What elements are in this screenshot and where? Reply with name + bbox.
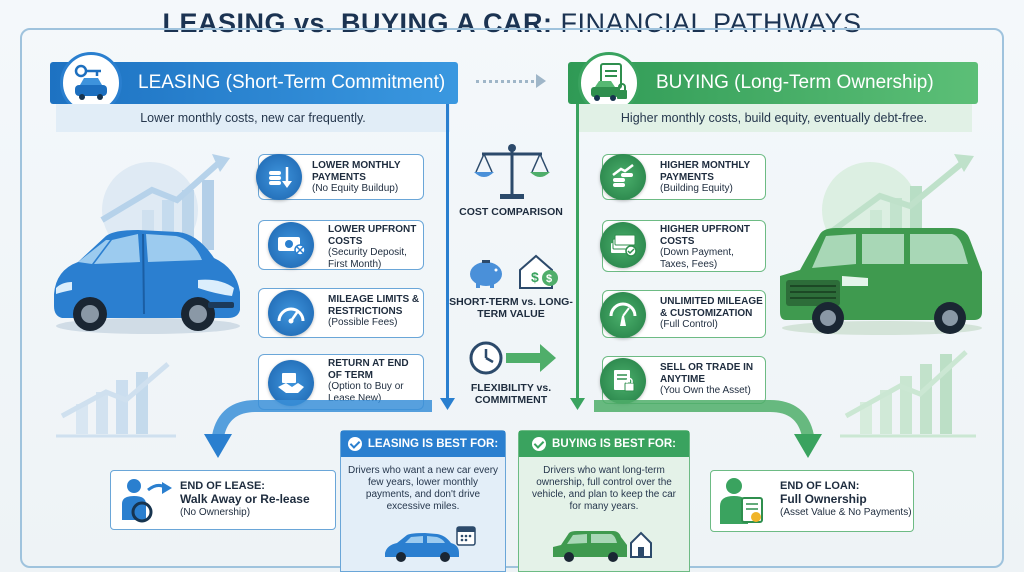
end-of-lease-main: Walk Away or Re-lease xyxy=(180,492,310,506)
end-of-loan-text: END OF LOAN: Full Ownership (Asset Value… xyxy=(780,480,912,519)
lease-feature-note: (Option to Buy or Lease New) xyxy=(328,381,404,404)
buy-feature-title: UNLIMITED MILEAGE & CUSTOMIZATION xyxy=(660,296,763,319)
buying-best-for-title: BUYING IS BEST FOR: xyxy=(552,438,676,450)
end-of-loan-title: END OF LOAN: xyxy=(780,480,860,492)
lease-feature-note: (Security Deposit, First Month) xyxy=(328,247,407,270)
leasing-subtitle: Lower monthly costs, new car frequently. xyxy=(56,104,450,132)
buy-feature-title: HIGHER UPFRONT COSTS xyxy=(660,224,750,247)
header-connector-arrowhead xyxy=(536,74,546,88)
short-vs-long-term-label: SHORT-TERM vs. LONG-TERM VALUE xyxy=(449,296,573,320)
buying-flow-line xyxy=(576,104,579,400)
green-suv-car-image xyxy=(780,228,982,335)
buying-header-label: BUYING (Long-Term Ownership) xyxy=(656,72,934,93)
lease-feature-text-1: LOWER MONTHLY PAYMENTS (No Equity Buildu… xyxy=(312,160,424,195)
buy-feature-title: SELL OR TRADE IN ANYTIME xyxy=(660,362,754,385)
title-document-icon xyxy=(600,358,646,404)
lease-feature-title: LOWER MONTHLY PAYMENTS xyxy=(312,160,401,183)
lease-feature-title: LOWER UPFRONT COSTS xyxy=(328,224,417,247)
lease-feature-note: (No Equity Buildup) xyxy=(312,183,399,194)
clock-arrow-icon xyxy=(469,341,556,375)
buying-best-for-box: BUYING IS BEST FOR: Drivers who want lon… xyxy=(518,430,690,572)
lease-feature-text-3: MILEAGE LIMITS & RESTRICTIONS (Possible … xyxy=(328,294,424,329)
buy-feature-note: (Down Payment, Taxes, Fees) xyxy=(660,247,734,270)
buying-subtitle: Higher monthly costs, build equity, even… xyxy=(576,104,972,132)
coin-stack-down-icon xyxy=(256,154,302,200)
owner-certificate-icon xyxy=(720,478,763,524)
leasing-flow-line xyxy=(446,104,449,400)
check-circle-icon xyxy=(347,437,362,451)
buying-best-for-header: BUYING IS BEST FOR: xyxy=(519,431,689,457)
bg-growth-chart-left-bottom xyxy=(56,362,176,438)
flexibility-vs-commitment-label: FLEXIBILITY vs. COMMITMENT xyxy=(470,382,552,406)
buy-feature-text-4: SELL OR TRADE IN ANYTIME (You Own the As… xyxy=(660,362,764,397)
leasing-subtitle-text: Lower monthly costs, new car frequently. xyxy=(140,111,366,125)
blue-car-calendar-icon xyxy=(385,526,476,562)
buy-feature-note: (You Own the Asset) xyxy=(660,385,751,396)
leasing-end-curved-arrow xyxy=(204,400,432,458)
balance-scale-icon xyxy=(474,144,550,199)
lease-feature-text-4: RETURN AT END OF TERM (Option to Buy or … xyxy=(328,358,424,404)
buying-best-for-text: Drivers who want long-term ownership, fu… xyxy=(532,465,676,512)
end-of-lease-box xyxy=(110,470,336,530)
lease-feature-text-2: LOWER UPFRONT COSTS (Security Deposit, F… xyxy=(328,224,424,270)
buy-feature-note: (Full Control) xyxy=(660,319,718,330)
buy-feature-text-1: HIGHER MONTHLY PAYMENTS (Building Equity… xyxy=(660,160,764,195)
bg-growth-chart-right-bottom xyxy=(840,350,976,438)
leasing-flow-arrowhead xyxy=(440,398,455,410)
money-stack-icon xyxy=(600,222,646,268)
handshake-icon xyxy=(268,360,314,406)
leasing-best-for-box: LEASING IS BEST FOR: Drivers who want a … xyxy=(340,430,506,572)
end-of-loan-main: Full Ownership xyxy=(780,492,867,506)
end-of-loan-note: (Asset Value & No Payments) xyxy=(780,507,912,518)
lease-feature-note: (Possible Fees) xyxy=(328,317,398,328)
piggy-bank-house-icon: $ $ xyxy=(470,254,558,289)
blue-hatchback-car-image xyxy=(54,230,240,334)
end-of-lease-text: END OF LEASE: Walk Away or Re-lease (No … xyxy=(180,480,332,519)
cash-icon xyxy=(268,222,314,268)
odometer-icon xyxy=(268,290,314,336)
speedometer-road-icon xyxy=(600,292,646,338)
cost-comparison-label: COST COMPARISON xyxy=(459,206,563,218)
check-circle-icon xyxy=(532,437,547,451)
buying-subtitle-text: Higher monthly costs, build equity, even… xyxy=(620,111,928,125)
buying-flow-arrowhead xyxy=(570,398,585,410)
end-of-lease-title: END OF LEASE: xyxy=(180,480,265,492)
buying-end-curved-arrow xyxy=(594,400,822,458)
lease-feature-title: RETURN AT END OF TERM xyxy=(328,358,409,381)
leasing-header-label: LEASING (Short-Term Commitment) xyxy=(138,72,446,93)
document-car-icon xyxy=(578,52,640,114)
title-light: FINANCIAL PATHWAYS xyxy=(560,8,862,38)
leasing-best-for-text: Drivers who want a new car every few yea… xyxy=(347,465,499,512)
leasing-best-for-title: LEASING IS BEST FOR: xyxy=(367,438,499,450)
leasing-best-for-header: LEASING IS BEST FOR: xyxy=(341,431,505,457)
title-bold: LEASING vs. BUYING A CAR: xyxy=(162,8,553,38)
header-connector-dots xyxy=(476,80,540,83)
end-of-lease-note: (No Ownership) xyxy=(180,507,251,518)
key-car-icon xyxy=(60,52,122,114)
svg-text:$: $ xyxy=(531,269,539,285)
buy-feature-title: HIGHER MONTHLY PAYMENTS xyxy=(660,160,751,183)
buy-feature-note: (Building Equity) xyxy=(660,183,733,194)
green-car-house-icon xyxy=(553,531,652,562)
buy-feature-text-3: UNLIMITED MILEAGE & CUSTOMIZATION (Full … xyxy=(660,296,764,331)
coin-stack-up-icon xyxy=(600,154,646,200)
buy-feature-text-2: HIGHER UPFRONT COSTS (Down Payment, Taxe… xyxy=(660,224,764,270)
driver-walk-away-icon xyxy=(122,479,172,523)
svg-text:$: $ xyxy=(546,273,552,285)
lease-feature-title: MILEAGE LIMITS & RESTRICTIONS xyxy=(328,294,420,317)
page-title: LEASING vs. BUYING A CAR: FINANCIAL PATH… xyxy=(0,8,1024,39)
